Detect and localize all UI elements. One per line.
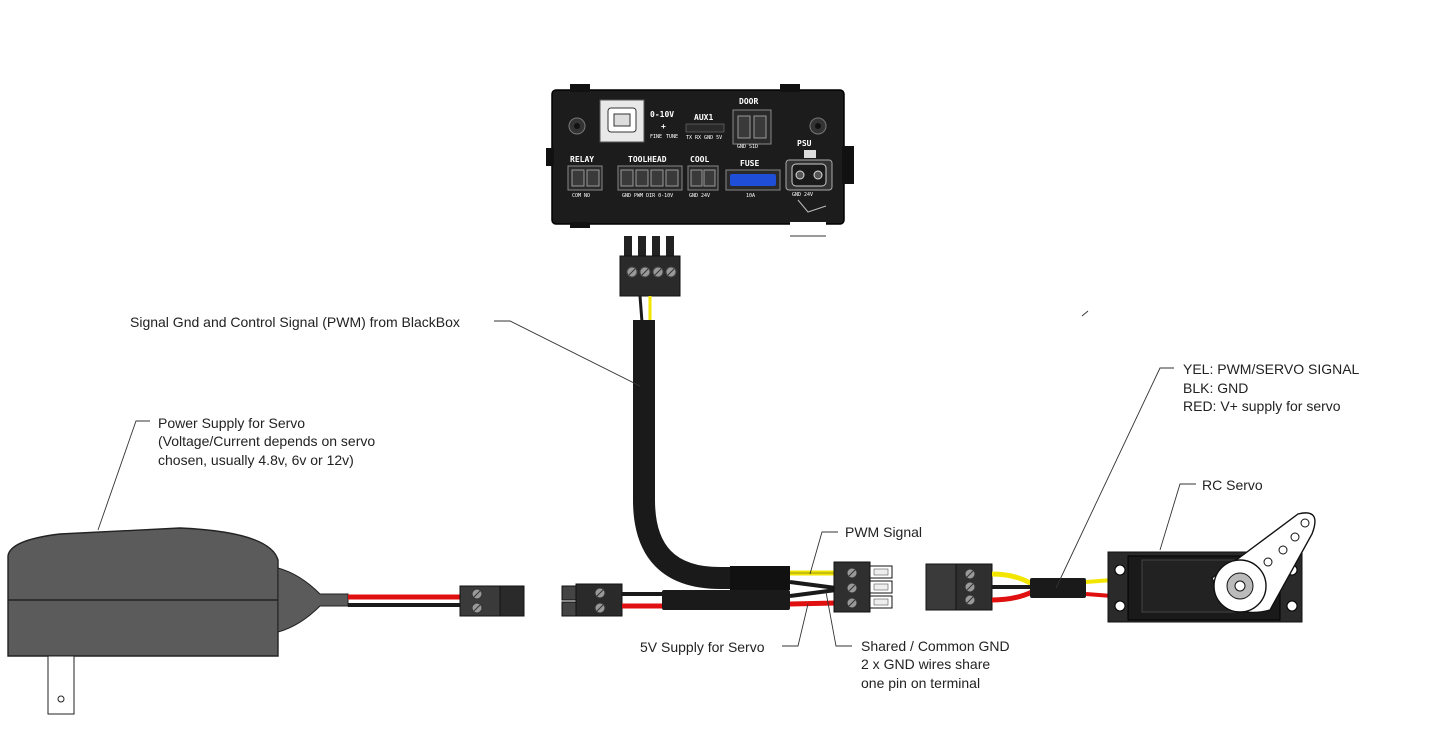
cool-label: COOL [690, 155, 709, 164]
door-pins-label: GND S1D [737, 144, 758, 150]
wire-color-legend: YEL: PWM/SERVO SIGNAL BLK: GND RED: V+ s… [1183, 361, 1360, 414]
toolhead-plug [619, 236, 681, 297]
servo-connector [925, 563, 993, 611]
psu-callout-line-1: Power Supply for Servo [158, 415, 305, 431]
relay-label: RELAY [570, 155, 594, 164]
fine-tune-pot-icon: + [661, 122, 666, 131]
voltage-label: 0-10V [650, 110, 674, 119]
shared-gnd-callout: Shared / Common GND 2 x GND wires share … [861, 638, 1010, 691]
control-cable [633, 320, 790, 589]
blackbox-controller: 0-10V + FINE TUNE AUX1 TX RX GND 5V DOOR… [546, 84, 854, 237]
aux1-label: AUX1 [694, 113, 713, 122]
legend-black: BLK: GND [1183, 380, 1248, 396]
servo-supply-socket [561, 583, 623, 617]
legend-yellow: YEL: PWM/SERVO SIGNAL [1183, 361, 1360, 377]
pwm-signal-callout: PWM Signal [845, 524, 922, 540]
door-label: DOOR [739, 97, 758, 106]
cool-pins-label: GND 24V [689, 193, 710, 199]
psu-label: PSU [797, 139, 812, 148]
supply-5v-callout: 5V Supply for Servo [640, 639, 765, 655]
fuse-rating-label: 10A [746, 193, 755, 199]
shared-gnd-line-1: Shared / Common GND [861, 638, 1010, 654]
fine-label: FINE [650, 134, 662, 140]
rc-servo [1107, 512, 1316, 623]
psu-callout: Power Supply for Servo (Voltage/Current … [158, 415, 375, 468]
three-pin-terminal-block [833, 561, 893, 613]
psu-pins-label: GND 24V [792, 192, 813, 198]
rc-servo-callout: RC Servo [1202, 477, 1263, 493]
tune-label: TUNE [666, 134, 678, 140]
fuse-label: FUSE [740, 159, 759, 168]
psu-callout-line-3: chosen, usually 4.8v, 6v or 12v) [158, 452, 354, 468]
shared-gnd-line-2: 2 x GND wires share [861, 656, 990, 672]
signal-callout: Signal Gnd and Control Signal (PWM) from… [130, 314, 460, 330]
relay-pins-label: COM NO [572, 193, 590, 199]
psu-callout-line-2: (Voltage/Current depends on servo [158, 433, 375, 449]
toolhead-pins-label: GND PWM DIR 0-10V [622, 193, 673, 199]
psu-output-plug [459, 585, 525, 617]
toolhead-label: TOOLHEAD [628, 155, 667, 164]
shared-gnd-line-3: one pin on terminal [861, 675, 980, 691]
aux1-pins-label: TX RX GND 5V [686, 135, 722, 141]
power-supply-adapter [7, 527, 349, 715]
legend-red: RED: V+ supply for servo [1183, 398, 1341, 414]
